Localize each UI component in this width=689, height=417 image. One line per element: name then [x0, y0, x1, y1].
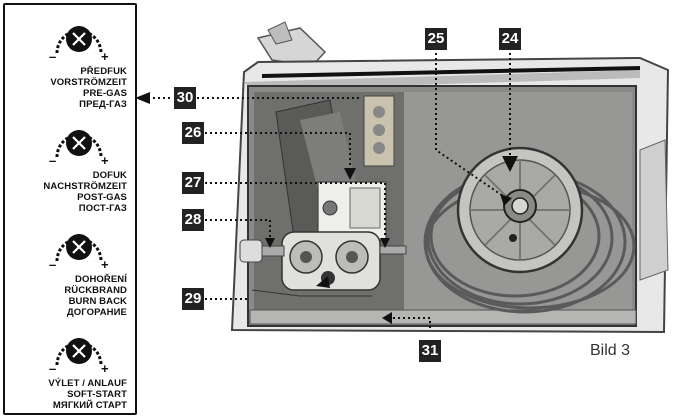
callout-29: 29	[182, 288, 204, 310]
pre-gas-label-cz: PŘEDFUK	[80, 66, 127, 77]
leader-lines	[150, 48, 511, 328]
callout-30: 30	[174, 87, 196, 109]
switch-block	[363, 95, 395, 167]
pre-gas-label-de: VORSTRÖMZEIT	[50, 77, 127, 88]
svg-text:+: +	[101, 257, 109, 271]
pre-gas-label-ru: ПРЕД-ГАЗ	[79, 99, 127, 110]
callout-28: 28	[182, 209, 204, 231]
soft-start-label-cz: VÝLET / ANLAUF	[48, 378, 127, 389]
soft-start-knob-icon: – +	[49, 338, 109, 375]
soft-start-label-en: SOFT-START	[67, 389, 127, 400]
wire-spool	[456, 146, 584, 274]
burn-back-label-ru: ДОГОРАНИЕ	[66, 307, 127, 318]
arrow-heads	[135, 92, 518, 324]
knob-group-pre-gas: – + PŘEDFUK VORSTRÖMZEIT PRE-GAS ПРЕД-ГА…	[5, 9, 135, 110]
burn-back-label-de: RÜCKBRAND	[64, 285, 127, 296]
minus-sign: –	[49, 49, 56, 63]
svg-text:–: –	[49, 153, 56, 167]
burn-back-knob-icon: – +	[49, 234, 109, 271]
knob-group-soft-start: – + VÝLET / ANLAUF SOFT-START МЯГКИЙ СТА…	[5, 321, 135, 411]
callout-31: 31	[419, 340, 441, 362]
svg-text:+: +	[101, 361, 109, 375]
callout-25: 25	[425, 28, 447, 50]
pre-gas-knob-icon: – +	[49, 26, 109, 63]
torch-connector	[256, 21, 327, 67]
wire-feed-mechanism	[239, 231, 407, 297]
callout-27: 27	[182, 172, 204, 194]
svg-text:+: +	[101, 153, 109, 167]
burn-back-label-cz: DOHOŘENÍ	[75, 274, 127, 285]
svg-text:–: –	[49, 257, 56, 271]
figure-caption: Bild 3	[590, 342, 631, 359]
gas-valve-module	[317, 181, 387, 241]
post-gas-label-en: POST-GAS	[77, 192, 127, 203]
post-gas-knob-icon: – +	[49, 130, 109, 167]
svg-text:–: –	[49, 361, 56, 375]
callout-26: 26	[182, 122, 204, 144]
plus-sign: +	[101, 49, 109, 63]
burn-back-label-en: BURN BACK	[68, 296, 127, 307]
knob-group-burn-back: – + DOHOŘENÍ RÜCKBRAND BURN BACK ДОГОРАН…	[5, 217, 135, 318]
soft-start-label-ru: МЯГКИЙ СТАРТ	[52, 400, 127, 411]
control-panel: – + PŘEDFUK VORSTRÖMZEIT PRE-GAS ПРЕД-ГА…	[3, 3, 137, 415]
post-gas-label-cz: DOFUK	[92, 170, 127, 181]
post-gas-label-ru: ПОСТ-ГАЗ	[78, 203, 127, 214]
pre-gas-label-en: PRE-GAS	[83, 88, 127, 99]
post-gas-label-de: NACHSTRÖMZEIT	[43, 181, 127, 192]
knob-group-post-gas: – + DOFUK NACHSTRÖMZEIT POST-GAS ПОСТ-ГА…	[5, 113, 135, 214]
callout-24: 24	[499, 28, 521, 50]
